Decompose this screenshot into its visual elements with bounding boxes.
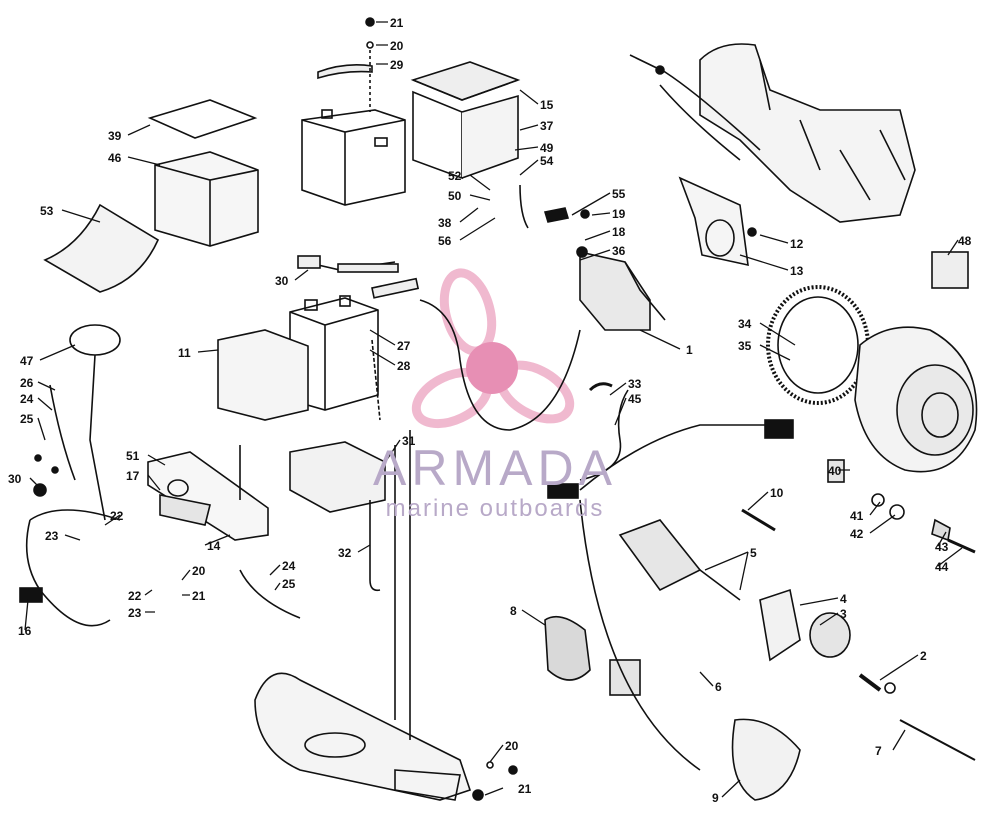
callout-20: 20 — [192, 564, 206, 578]
callout-24: 24 — [20, 392, 34, 406]
armada-propeller-logo — [411, 268, 575, 429]
callout-43: 43 — [935, 540, 949, 554]
watermark-subtitle: marine outboards — [385, 495, 605, 522]
flywheel-assembly — [766, 251, 978, 473]
callout-45: 45 — [628, 392, 642, 406]
watermark: ARMADA marine outboards — [330, 440, 660, 522]
callout-33: 33 — [628, 377, 642, 391]
callout-31: 31 — [402, 434, 416, 448]
callout-4: 4 — [840, 592, 847, 606]
callout-12: 12 — [790, 237, 804, 251]
callout-40: 40 — [828, 464, 842, 478]
callout-35: 35 — [738, 339, 752, 353]
callout-18: 18 — [612, 225, 626, 239]
callout-36: 36 — [612, 244, 626, 258]
callout-16: 16 — [18, 624, 32, 638]
callout-11: 11 — [178, 346, 191, 360]
callout-labels: 21 20 29 15 37 49 54 52 50 38 56 55 19 1… — [8, 16, 972, 805]
bottom-pan — [254, 430, 518, 801]
callout-44: 44 — [935, 560, 949, 574]
leader-lines — [24, 21, 963, 798]
callout-17: 17 — [126, 469, 140, 483]
callout-28: 28 — [397, 359, 411, 373]
callout-30: 30 — [8, 472, 22, 486]
callout-25: 25 — [20, 412, 34, 426]
callout-51: 51 — [126, 449, 140, 463]
callout-49: 49 — [540, 141, 554, 155]
callout-55: 55 — [612, 187, 626, 201]
callout-50: 50 — [448, 189, 462, 203]
callout-6: 6 — [715, 680, 722, 694]
battery-box-assembly — [43, 17, 521, 293]
callout-13: 13 — [790, 264, 804, 278]
callout-29: 29 — [390, 58, 404, 72]
callout-22: 22 — [128, 589, 142, 603]
callout-37: 37 — [540, 119, 554, 133]
callout-14: 14 — [207, 539, 221, 553]
callout-21: 21 — [390, 16, 404, 30]
callout-23: 23 — [128, 606, 142, 620]
callout-9: 9 — [712, 791, 719, 805]
wire-harness — [547, 382, 976, 554]
callout-27: 27 — [397, 339, 411, 353]
callout-32: 32 — [338, 546, 352, 560]
callout-54: 54 — [540, 154, 554, 168]
callout-47: 47 — [20, 354, 34, 368]
callout-42: 42 — [850, 527, 864, 541]
callout-30: 30 — [275, 274, 289, 288]
callout-20: 20 — [390, 39, 404, 53]
callout-15: 15 — [540, 98, 554, 112]
callout-56: 56 — [438, 234, 452, 248]
callout-39: 39 — [108, 129, 122, 143]
watermark-title: ARMADA — [373, 440, 617, 496]
callout-26: 26 — [20, 376, 34, 390]
starter-motor — [544, 499, 976, 801]
callout-24: 24 — [282, 559, 296, 573]
callout-23: 23 — [45, 529, 59, 543]
callout-25: 25 — [282, 577, 296, 591]
callout-7: 7 — [875, 744, 882, 758]
callout-34: 34 — [738, 317, 752, 331]
callout-41: 41 — [850, 509, 864, 523]
callout-52: 52 — [448, 169, 462, 183]
callout-48: 48 — [958, 234, 972, 248]
callout-20: 20 — [505, 739, 519, 753]
callout-19: 19 — [612, 207, 626, 221]
callout-46: 46 — [108, 151, 122, 165]
callout-53: 53 — [40, 204, 54, 218]
starter-solenoid-assembly — [419, 176, 757, 431]
callout-3: 3 — [840, 607, 847, 621]
callout-2: 2 — [920, 649, 927, 663]
callout-21: 21 — [192, 589, 206, 603]
callout-22: 22 — [110, 509, 124, 523]
callout-38: 38 — [438, 216, 452, 230]
callout-8: 8 — [510, 604, 517, 618]
left-harness — [19, 324, 301, 627]
engine-block — [629, 43, 916, 223]
callout-21: 21 — [518, 782, 532, 796]
callout-5: 5 — [750, 546, 757, 560]
callout-1: 1 — [686, 343, 693, 357]
callout-10: 10 — [770, 486, 784, 500]
battery-tray-assembly — [147, 277, 420, 592]
